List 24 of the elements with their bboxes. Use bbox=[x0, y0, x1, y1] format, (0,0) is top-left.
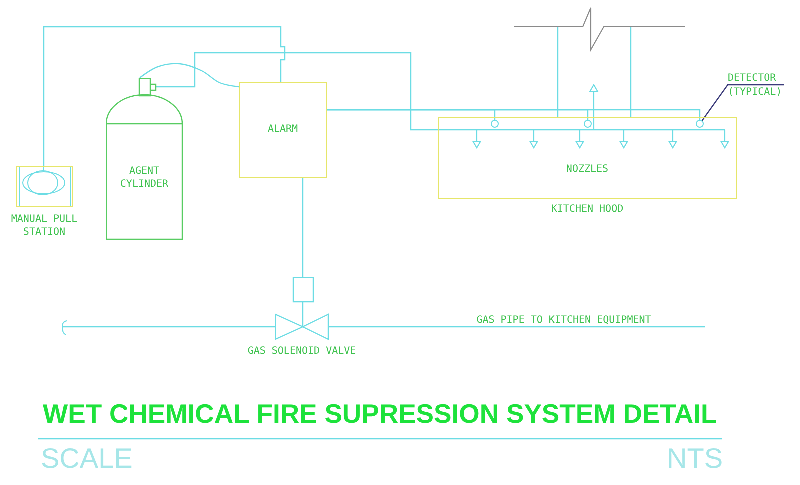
detector-callout-label: DETECTOR (TYPICAL) bbox=[728, 72, 784, 100]
scale-value: NTS bbox=[667, 444, 723, 473]
scale-label: SCALE bbox=[41, 444, 133, 473]
gas-pipe-line bbox=[329, 326, 705, 328]
pull-station-label: MANUAL PULL STATION bbox=[10, 213, 79, 239]
detector-line bbox=[327, 109, 701, 120]
hood-label: KITCHEN HOOD bbox=[550, 203, 625, 216]
valve-label: GAS SOLENOID VALVE bbox=[246, 345, 358, 358]
detector-circle bbox=[491, 120, 499, 128]
edge-label: GAS PIPE TO KITCHEN EQUIPMENT bbox=[476, 314, 652, 327]
control-line bbox=[302, 178, 304, 277]
agent-cylinder-tank bbox=[106, 78, 183, 240]
leader-line bbox=[702, 84, 784, 122]
cable-line bbox=[140, 63, 240, 88]
detector-circle bbox=[584, 120, 592, 128]
diagram-title: WET CHEMICAL FIRE SUPRESSION SYSTEM DETAIL bbox=[43, 399, 718, 429]
control-line bbox=[43, 26, 286, 166]
alarm-box bbox=[239, 82, 327, 178]
nozzles-label: NOZZLES bbox=[565, 163, 610, 176]
detector-circle bbox=[696, 120, 704, 128]
alarm-label: ALARM bbox=[266, 123, 300, 136]
cylinder-label: AGENT CYLINDER bbox=[119, 165, 170, 191]
agent-pipe-line bbox=[156, 52, 438, 131]
gas-pipe-line bbox=[63, 326, 275, 328]
